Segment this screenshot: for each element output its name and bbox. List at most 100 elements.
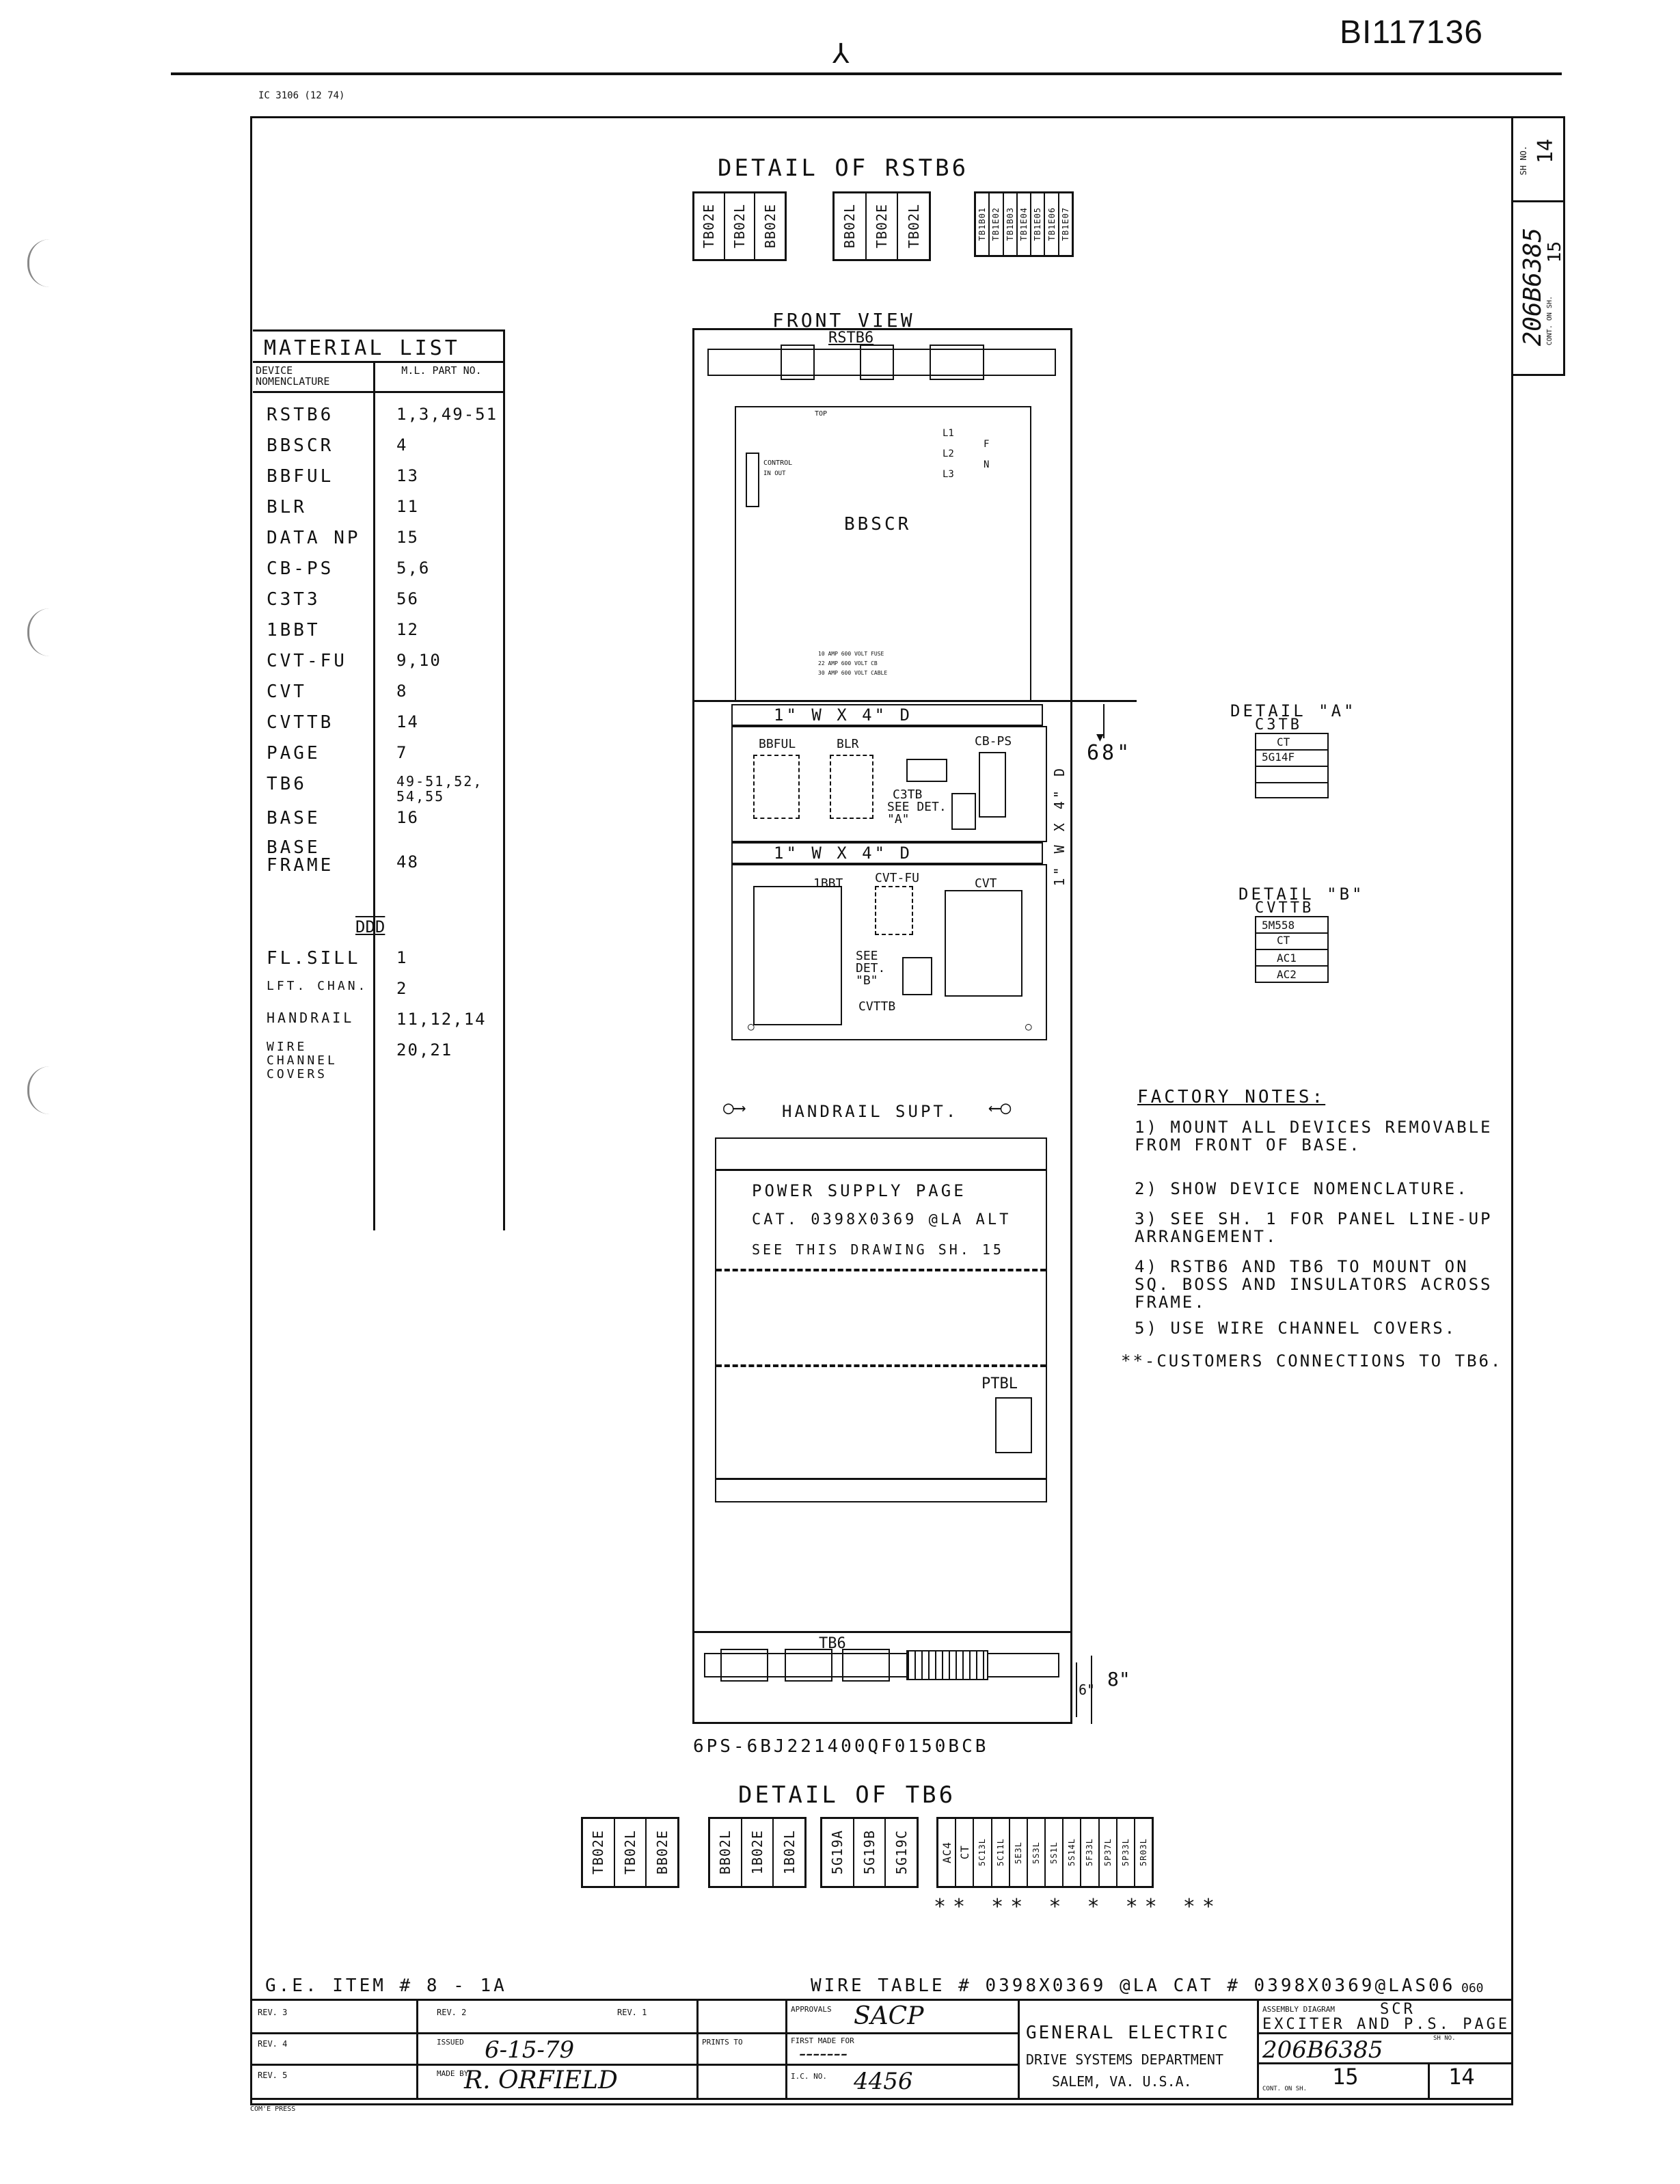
control-sub-label: IN OUT [763, 470, 786, 477]
top-rule [171, 72, 1562, 75]
terminal-label: TB02L [622, 1830, 638, 1875]
terminal-label: TB1B03 [1005, 207, 1015, 241]
bbful-device [753, 755, 800, 819]
section-line [692, 700, 1137, 702]
rev-label: REV. 1 [617, 2008, 647, 2017]
rstb6-group-2: BB02L TB02E TB02L [832, 191, 931, 261]
cvtfu-device [875, 886, 913, 935]
dim-8-label: 8" [1107, 1668, 1130, 1690]
terminal-n: N [984, 459, 990, 470]
terminal-label: 5P37L [1102, 1838, 1113, 1867]
factory-notes-title: FACTORY NOTES: [1137, 1087, 1326, 1107]
approvals-label: APPROVALS [791, 2005, 832, 2014]
made-by-label: MADE BY [437, 2069, 469, 2078]
side-cont-sh: 15 [1545, 241, 1565, 263]
detail-a-title: DETAIL "A" [1230, 701, 1357, 720]
terminal-label: 1B02L [781, 1830, 798, 1875]
top-label: TOP [815, 410, 828, 418]
cabinet-part-number: 6PS-6BJ221400QF0150BCB [693, 1736, 989, 1757]
cvtfu-label: CVT-FU [875, 871, 920, 885]
ibbt-label: 1BBT [813, 876, 843, 891]
rev-label: REV. 3 [258, 2008, 288, 2017]
rstb6-terminal [930, 345, 984, 380]
terminal-label: TB02L [731, 204, 748, 249]
rstb6-terminal [860, 345, 894, 380]
wire-table-suffix: 060 [1461, 1981, 1484, 1995]
handrail-label: HANDRAIL SUPT. [782, 1102, 959, 1121]
terminal-label: TB1E05 [1033, 207, 1043, 241]
terminal-label: AC4 [940, 1842, 953, 1863]
ps-line-3: SEE THIS DRAWING SH. 15 [752, 1241, 1004, 1258]
detail-b-row: 5M558 [1262, 919, 1295, 932]
side-sh-label: SH NO. [1519, 146, 1528, 176]
tb6-terminal [720, 1649, 768, 1682]
dashed-line [716, 1364, 1046, 1367]
company-name: GENERAL ELECTRIC [1026, 2023, 1230, 2043]
tb6-separator [692, 1631, 1072, 1633]
terminal-label: BB02L [717, 1830, 734, 1875]
cbps-device [979, 752, 1006, 818]
detail-b-sub: CVTTB [1255, 900, 1314, 917]
lower-equipment-area: 1BBT CVT-FU CVT SEE DET. "B" CVTTB ○ ○ [731, 864, 1047, 1040]
bbful-label: BBFUL [759, 737, 796, 751]
rstb6-rail [707, 349, 1056, 376]
dashed-line [716, 1269, 1046, 1271]
sheet-no-value: 14 [1448, 2064, 1475, 2090]
terminal-label: CT [958, 1845, 971, 1860]
detail-a-row: CT [1277, 736, 1290, 749]
rev-label: REV. 5 [258, 2071, 288, 2080]
tb6-group-1: TB02E TB02L BB02E [581, 1817, 679, 1888]
terminal-l1: L1 [943, 428, 954, 439]
binder-hole-icon [27, 239, 50, 287]
side-sh-no: 14 [1534, 139, 1558, 164]
see-det-b-label: SEE DET. "B" [856, 949, 886, 988]
title-line-1: SCR [1380, 2001, 1415, 2018]
c3tb-terminal-strip [951, 793, 976, 830]
terminal-label: TB02E [873, 204, 890, 249]
detail-rstb6-title: DETAIL OF RSTB6 [718, 154, 969, 182]
factory-note: **-CUSTOMERS CONNECTIONS TO TB6. [1121, 1351, 1503, 1371]
tb6-terminal-strip [906, 1650, 988, 1680]
terminal-label: TB1B01 [977, 207, 988, 241]
duct-2-label: 1" W X 4" D [774, 844, 912, 863]
rstb6-group-3: TB1B01 TB1E02 TB1B03 TB1E04 TB1E05 TB1E0… [974, 191, 1074, 257]
cvt-device [945, 890, 1022, 997]
terminal-label: TB1E04 [1018, 207, 1029, 241]
terminal-label: TB02L [905, 204, 922, 249]
terminal-l3: L3 [943, 469, 954, 480]
company-department: DRIVE SYSTEMS DEPARTMENT [1026, 2051, 1223, 2068]
tb6-group-4: AC4 CT 5C13L 5C11L 5E3L 5S3L 5S1L 5S14L … [936, 1817, 1154, 1888]
side-tab: SH NO. 14 206B6385 CONT. ON SH. 15 [1513, 116, 1565, 376]
side-dwg-no: 206B6385 [1519, 228, 1547, 347]
terminal-label: BB02E [761, 204, 778, 249]
prints-to-label: PRINTS TO [702, 2038, 743, 2047]
sheet-no-label: SH NO. [1433, 2035, 1456, 2042]
handrail-right-arrow-icon: ⟵○ [990, 1098, 1012, 1118]
mounting-hole-icon: ○ [748, 1020, 755, 1033]
binder-hole-icon [27, 1066, 50, 1114]
section-marker: DDD [355, 917, 385, 936]
terminal-label: TB1E02 [991, 207, 1001, 241]
title-line-2: EXCITER AND P.S. PAGE [1262, 2016, 1510, 2033]
cbps-label: CB-PS [975, 734, 1012, 749]
rstb6-terminal [781, 345, 815, 380]
first-made-value: ------- [799, 2042, 848, 2066]
handrail-left-arrow-icon: ○⟶ [723, 1098, 745, 1118]
dim-68-label: 68" [1087, 741, 1133, 765]
front-view-title: FRONT VIEW [772, 309, 915, 332]
middle-equipment-area: BBFUL BLR CB-PS C3TB SEE DET. "A" [731, 726, 1047, 842]
cont-sheet-value: 15 [1332, 2064, 1359, 2090]
cvt-label: CVT [975, 876, 997, 891]
ibbt-device [753, 886, 842, 1025]
cvttb-terminal-strip [902, 957, 932, 995]
bbscr-panel: TOP CONTROL IN OUT L1 L2 L3 F N BBSCR 10… [735, 406, 1031, 701]
